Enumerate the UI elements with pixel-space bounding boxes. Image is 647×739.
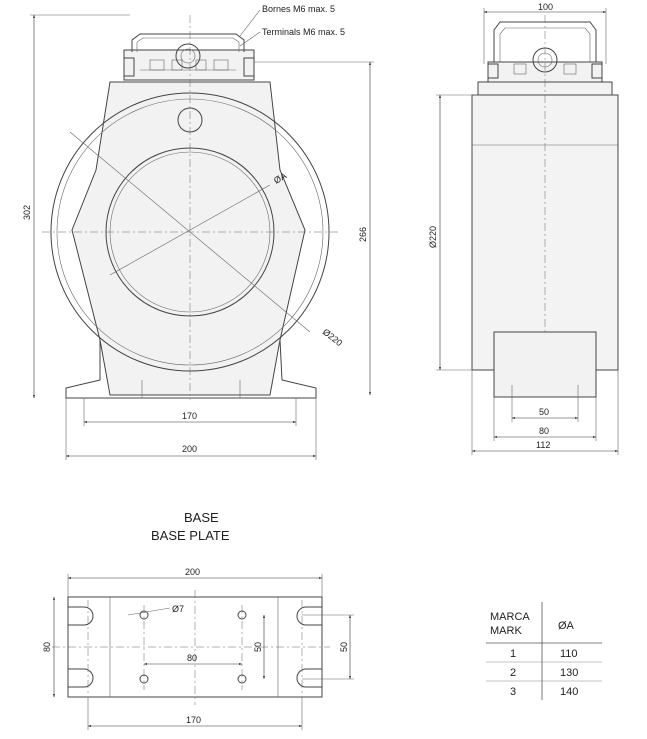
dim-side-total: 112 [536,440,550,450]
table-cell-mark: 1 [510,648,516,660]
dim-base-width: 200 [182,444,197,454]
table-cell-mark: 2 [510,667,516,679]
base-dim-bottom: 170 [186,715,201,725]
front-view: Bornes M6 max. 5 Terminals M6 max. 5 302… [22,4,374,460]
base-title-en: BASE PLATE [151,528,230,543]
table-cell-diameter: 140 [560,686,578,698]
table-header-diameter: ØA [558,620,575,632]
base-dim-hole: Ø7 [172,604,184,614]
base-dim-width: 200 [185,567,200,577]
dim-side-foot: 80 [539,426,549,436]
base-dim-inner: 50 [253,642,263,652]
base-title-fr: BASE [184,510,219,525]
terminal-label-fr: Bornes M6 max. 5 [262,4,335,14]
table-header-mark-en: MARK [490,625,522,637]
table-header-mark-fr: MARCA [490,611,530,623]
table-cell-diameter: 110 [560,648,578,660]
dim-side-top: 100 [538,2,553,12]
dim-side-height: Ø220 [428,226,438,248]
dim-outer-diameter: Ø220 [321,327,345,348]
base-plate-view: BASE BASE PLATE 200 [42,510,354,730]
terminal-box-front [123,33,255,81]
mount-slots [68,606,322,688]
base-dim-center: 80 [187,653,197,663]
diameter-table: MARCA MARK ØA 1 110 2 130 3 140 [486,602,602,700]
side-view: 100 Ø220 50 80 112 [428,2,619,455]
table-cell-mark: 3 [510,686,516,698]
base-dim-right: 50 [339,642,349,652]
base-foot-front [65,339,317,399]
terminal-label-en: Terminals M6 max. 5 [262,27,345,37]
side-foot [493,331,597,398]
dim-height-total: 302 [22,205,32,220]
table-cell-diameter: 130 [560,667,578,679]
dim-base-holes: 170 [182,411,197,421]
base-dim-depth: 80 [42,642,52,652]
dim-side-slot: 50 [539,407,549,417]
side-body [471,94,619,371]
dim-height-body: 266 [358,227,368,242]
transformer-body-outline [71,81,306,396]
